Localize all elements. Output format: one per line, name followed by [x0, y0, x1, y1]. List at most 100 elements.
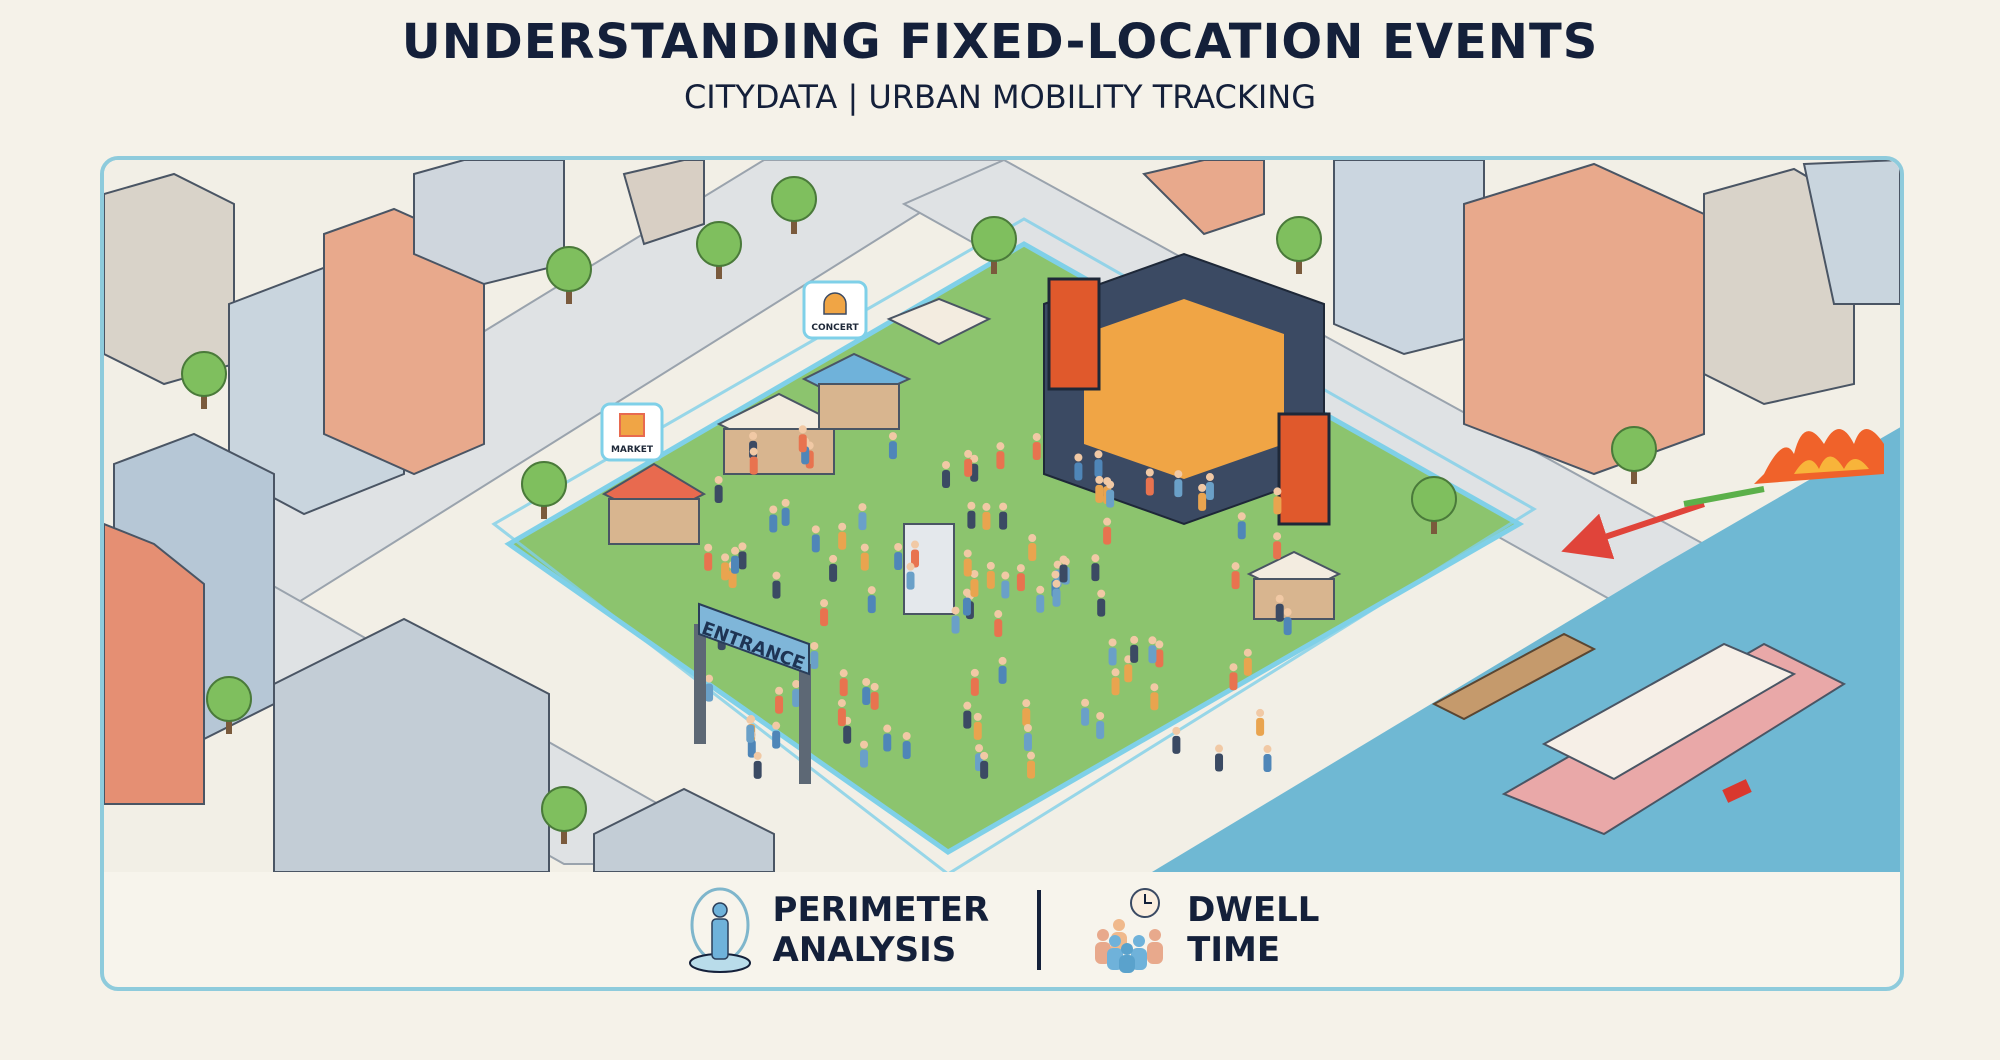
person [858, 503, 867, 531]
person [1155, 640, 1164, 668]
person [810, 641, 819, 669]
person [1111, 668, 1120, 696]
evacuation-arrow-green [1683, 486, 1765, 507]
buildings-left [104, 160, 775, 872]
car [1722, 779, 1752, 803]
person [1023, 724, 1032, 752]
tree [1276, 216, 1322, 274]
person [731, 546, 740, 574]
person [867, 586, 876, 614]
person [986, 561, 995, 589]
tree [1411, 476, 1457, 534]
person [1027, 751, 1036, 779]
person [964, 449, 973, 477]
person [1215, 744, 1224, 772]
person [1095, 475, 1104, 503]
person [721, 553, 730, 581]
person [1263, 745, 1272, 773]
tree [541, 786, 587, 844]
concert-pin[interactable]: CONCERT [802, 280, 868, 340]
person [1091, 554, 1100, 582]
person [798, 425, 807, 453]
person [970, 668, 979, 696]
person [1036, 585, 1045, 613]
legend-perimeter-line1: PERIMETER [772, 889, 990, 930]
person [1096, 711, 1105, 739]
person [792, 680, 801, 708]
person [1273, 532, 1282, 560]
legend-dwell-line2: TIME [1187, 929, 1281, 970]
person [781, 498, 790, 526]
person [1016, 564, 1025, 592]
person [1059, 555, 1068, 583]
legend-dwell-line1: DWELL [1187, 889, 1320, 930]
market-stall-icon [619, 413, 645, 437]
person [753, 751, 762, 779]
person [1150, 683, 1159, 711]
person [973, 712, 982, 740]
tree [971, 216, 1017, 274]
person [951, 606, 960, 634]
legend-perimeter-analysis: PERIMETER ANALYSIS [685, 885, 990, 975]
person [1145, 468, 1154, 496]
road-diagonal [104, 160, 1006, 726]
person [1106, 480, 1115, 508]
person [1103, 517, 1112, 545]
illustration-frame: ENTRANCE CONCERT MARKET [100, 156, 1904, 991]
market-pin-label: MARKET [611, 445, 654, 455]
person [1108, 638, 1117, 666]
legend-perimeter-line2: ANALYSIS [772, 929, 957, 970]
person [1237, 512, 1246, 540]
tree [771, 176, 817, 234]
person [982, 502, 991, 530]
person [970, 454, 979, 482]
person [942, 460, 951, 488]
person [1130, 635, 1139, 663]
city-event-scene: ENTRANCE CONCERT MARKET [104, 160, 1900, 872]
person [704, 543, 713, 571]
legend-divider [1037, 889, 1042, 970]
person [1022, 699, 1031, 727]
person [1094, 450, 1103, 478]
pier [1431, 632, 1597, 721]
page-subtitle: CITYDATA | URBAN MOBILITY TRACKING [683, 78, 1317, 116]
person [714, 475, 723, 503]
tree [1611, 426, 1657, 484]
page-title: UNDERSTANDING FIXED-LOCATION EVENTS [401, 14, 1599, 70]
person [860, 543, 869, 571]
person [994, 610, 1003, 638]
person [772, 721, 781, 749]
person [811, 525, 820, 553]
ferry-boat [1501, 642, 1847, 836]
tree [181, 351, 227, 409]
trees [181, 176, 1657, 844]
fire-hazard [1754, 429, 1884, 484]
person [1205, 473, 1214, 501]
concert-venue-icon [823, 292, 847, 315]
person [870, 682, 879, 710]
concert-stage [1043, 252, 1331, 526]
person [1231, 562, 1240, 590]
person [1148, 636, 1157, 664]
person [1283, 608, 1292, 636]
person [1097, 589, 1106, 617]
crowd-clock-icon [1095, 887, 1164, 973]
evacuation-arrow-red [1561, 501, 1705, 560]
person [829, 554, 838, 582]
person [749, 447, 758, 475]
person [999, 502, 1008, 530]
person [1273, 487, 1282, 515]
person [862, 677, 871, 705]
tree [206, 676, 252, 734]
person [963, 701, 972, 729]
person [769, 505, 778, 533]
person [1081, 698, 1090, 726]
person [820, 599, 829, 627]
person [998, 656, 1007, 684]
person-perimeter-icon [688, 887, 751, 973]
tree [521, 461, 567, 519]
market-pin[interactable]: MARKET [600, 402, 664, 462]
person [838, 522, 847, 550]
person [1028, 534, 1037, 562]
person [746, 715, 755, 743]
